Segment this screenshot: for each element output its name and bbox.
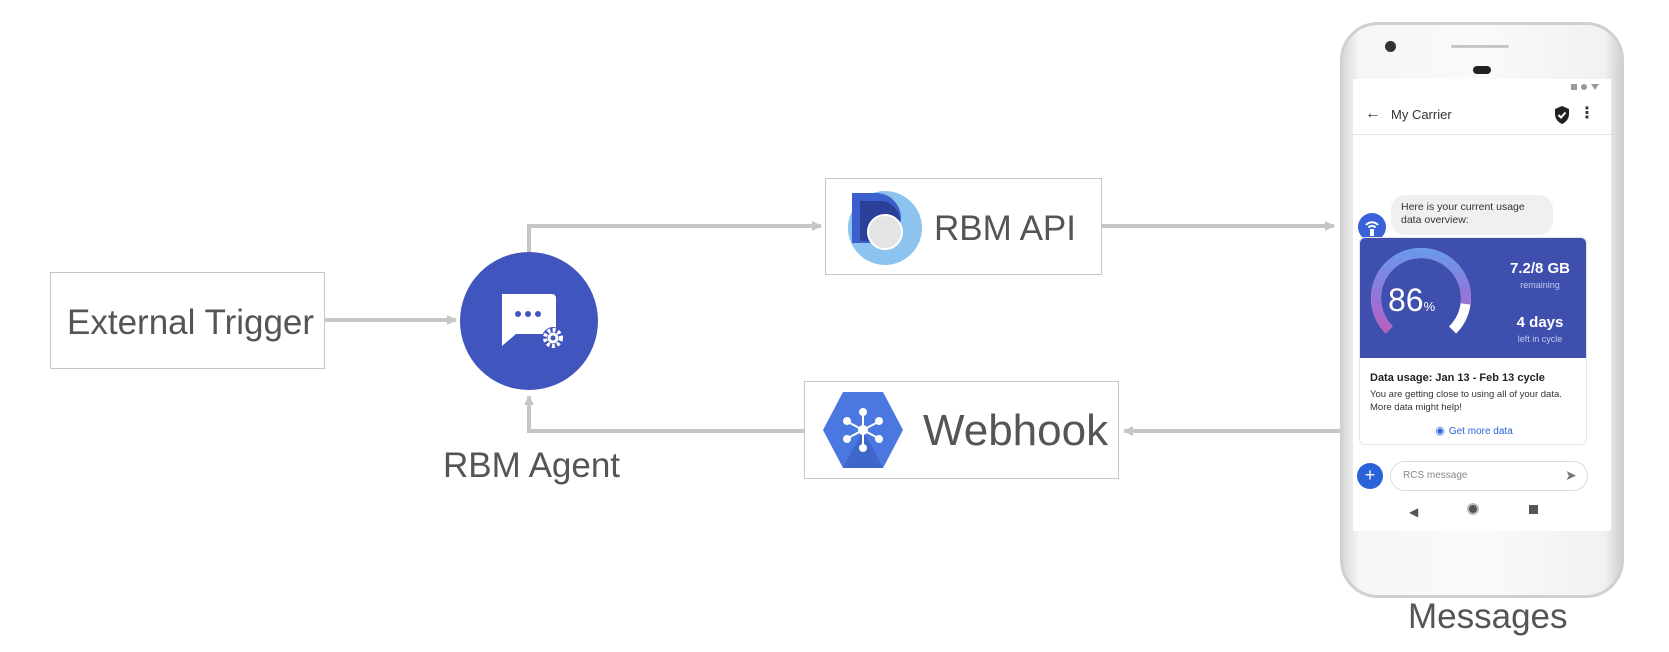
attach-plus-button[interactable]: + [1357,463,1383,489]
phone-sensor [1473,66,1491,74]
nav-recent-icon[interactable] [1529,505,1538,514]
days-left-value: 4 days [1516,314,1564,331]
rich-card: 86% 7.2/8 GB remaining 4 days left in cy… [1359,237,1587,445]
usage-gauge [1371,248,1471,348]
gauge-arc [1371,248,1471,348]
phone-screen: ← My Carrier ⋮ Here is your current usag… [1353,79,1611,531]
message-bubble: Here is your current usage data overview… [1391,195,1553,235]
carrier-avatar [1358,213,1386,241]
usage-percent-sign: % [1423,299,1436,314]
phone-speaker [1451,45,1509,48]
globe-icon: ◉ [1435,425,1445,437]
usage-percent-value: 86 [1388,282,1424,318]
signal-icon [1571,84,1577,90]
webhook-hexagon-icon [823,392,903,468]
phone-camera [1385,41,1396,52]
get-more-data-button[interactable]: ◉Get more data [1360,424,1586,437]
data-remaining-value: 7.2/8 GB [1509,260,1571,277]
rbm-agent-label: RBM Agent [443,446,621,485]
edge-agent-to-rbm-api [527,221,822,252]
rbm-api-node: RBM API [825,178,1102,275]
compose-field[interactable]: RCS message ➤ [1390,461,1588,491]
rbm-api-label: RBM API [934,209,1076,248]
rbm-agent-node [460,252,598,390]
chat-gear-icon [502,294,564,349]
webhook-node: Webhook [804,381,1119,479]
broadcast-icon [1365,221,1379,236]
phone-device: ← My Carrier ⋮ Here is your current usag… [1340,22,1624,598]
usage-percent: 86% [1388,282,1435,319]
app-bar: ← My Carrier ⋮ [1353,95,1611,135]
edge-webhook-to-agent [524,395,804,433]
messages-label: Messages [1408,597,1568,636]
days-left-caption: left in cycle [1517,334,1563,344]
external-trigger-node: External Trigger [50,272,325,369]
webhook-label: Webhook [923,406,1109,455]
card-description: You are getting close to using all of yo… [1370,389,1562,413]
rbm-api-logo-icon [848,191,922,265]
card-media: 86% 7.2/8 GB remaining 4 days left in cy… [1360,238,1586,358]
compose-placeholder: RCS message [1403,470,1468,481]
send-icon[interactable]: ➤ [1565,467,1577,483]
card-title: Data usage: Jan 13 - Feb 13 cycle [1370,372,1545,384]
battery-icon [1591,84,1599,90]
data-remaining-caption: remaining [1520,280,1560,290]
nav-back-icon[interactable]: ◀ [1409,505,1419,519]
conversation-title: My Carrier [1391,107,1452,122]
more-vert-icon[interactable]: ⋮ [1579,105,1595,122]
arrow-back-icon[interactable]: ← [1365,105,1381,122]
nav-home-icon[interactable] [1467,503,1479,515]
external-trigger-label: External Trigger [67,303,315,342]
get-more-data-label: Get more data [1448,426,1513,437]
shield-check-icon [1555,106,1569,124]
wifi-icon [1581,84,1587,90]
status-bar [1353,79,1611,95]
